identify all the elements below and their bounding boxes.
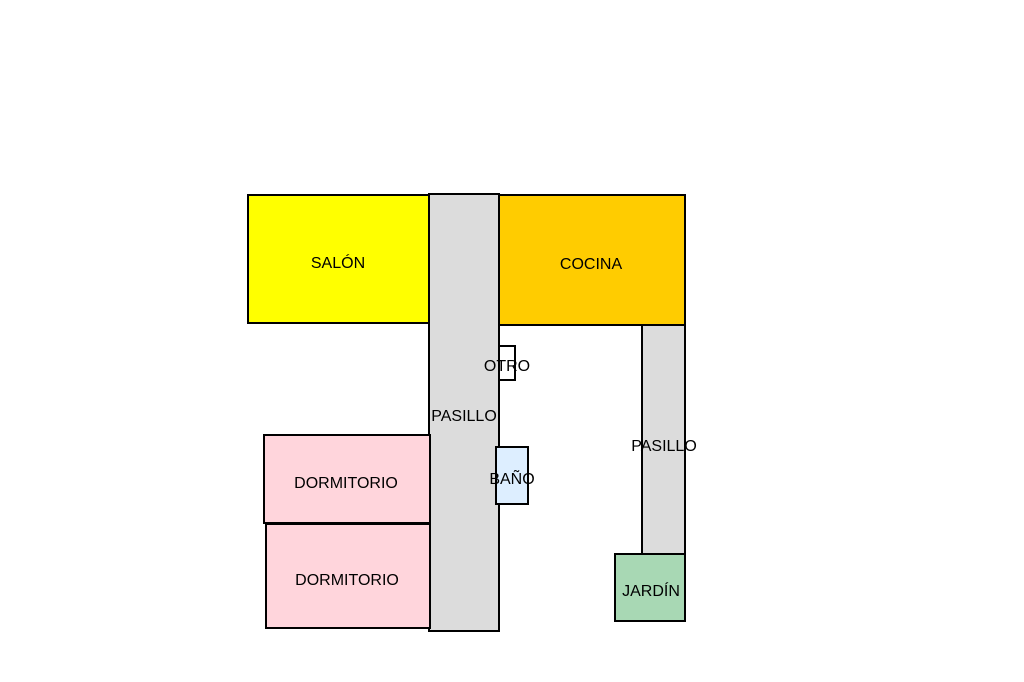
pasillo-derecho-room — [641, 324, 686, 556]
dormitorio-2-label: DORMITORIO — [295, 572, 399, 589]
otro-label: OTRO — [483, 358, 531, 375]
salon-label: SALÓN — [310, 255, 366, 272]
otro-room — [498, 345, 516, 381]
jardin-room — [614, 553, 686, 622]
pasillo-central-label: PASILLO — [431, 408, 497, 425]
dormitorio-1-room — [263, 434, 431, 524]
bano-room — [495, 446, 529, 505]
pasillo-derecho-label: PASILLO — [631, 438, 697, 455]
bano-label: BAÑO — [489, 471, 535, 488]
dormitorio-2-room — [265, 523, 431, 629]
jardin-label: JARDÍN — [622, 583, 680, 600]
cocina-room — [497, 194, 686, 326]
salon-room — [247, 194, 431, 324]
cocina-label: COCINA — [559, 256, 623, 273]
pasillo-central-room — [428, 193, 500, 632]
dormitorio-1-label: DORMITORIO — [294, 475, 398, 492]
